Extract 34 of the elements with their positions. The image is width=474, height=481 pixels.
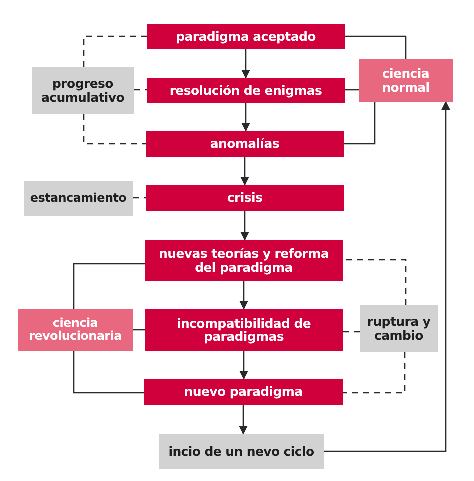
- category-box: ciencia normal: [359, 59, 453, 102]
- connector-line: [133, 329, 145, 331]
- arrow: [240, 211, 250, 241]
- category-box: ciencia revolucionaria: [18, 309, 133, 351]
- connector-line: [345, 36, 407, 59]
- dashed-connector: [343, 259, 407, 305]
- arrow: [240, 157, 250, 186]
- connector-line: [73, 351, 144, 394]
- arrow: [242, 103, 250, 132]
- dashed-connector: [83, 36, 147, 67]
- category-box: progreso acumulativo: [32, 67, 134, 114]
- arrow: [242, 49, 250, 79]
- category-box: incio de un nevo ciclo: [159, 434, 324, 469]
- arrow: [324, 101, 450, 452]
- dashed-connector: [343, 352, 406, 394]
- connector-line: [345, 89, 359, 91]
- connector-line: [73, 263, 145, 309]
- arrow: [240, 351, 248, 380]
- process-box: nuevo paradigma: [144, 379, 343, 405]
- category-box: ruptura y cambio: [360, 305, 438, 352]
- process-box: nuevas teorías y reforma del paradigma: [145, 240, 343, 281]
- process-box: paradigma aceptado: [147, 24, 345, 49]
- dashed-connector: [83, 114, 146, 145]
- category-box: estancamiento: [24, 181, 133, 216]
- process-box: resolución de enigmas: [147, 78, 345, 103]
- arrow: [239, 405, 248, 435]
- dashed-connector: [134, 89, 147, 91]
- process-box: crisis: [146, 185, 344, 211]
- connector-line: [344, 102, 376, 145]
- dashed-connector: [133, 197, 146, 199]
- dashed-connector: [343, 331, 360, 333]
- process-box: anomalías: [146, 131, 344, 157]
- process-box: incompatibilidad de paradigmas: [145, 309, 343, 351]
- arrow: [240, 281, 248, 310]
